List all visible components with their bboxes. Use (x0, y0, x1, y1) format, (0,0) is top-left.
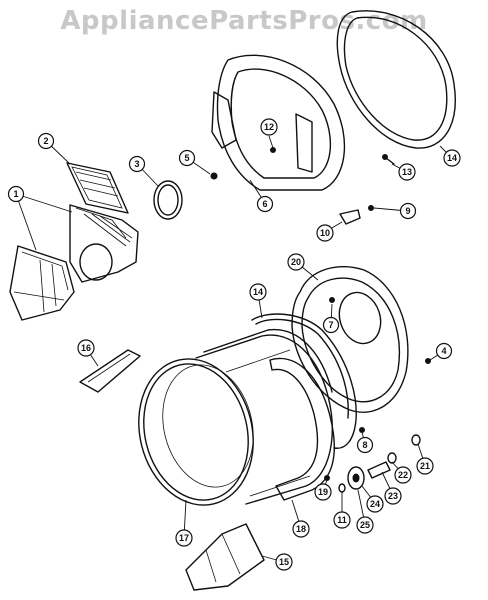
washer-22 (387, 452, 397, 464)
screw-12 (270, 147, 276, 153)
callout-label: 7 (328, 320, 333, 330)
callout-label: 13 (402, 167, 412, 177)
callout-label: 11 (337, 515, 347, 525)
callout-17: 17 (175, 529, 193, 547)
screw-9 (368, 205, 374, 211)
callout-1: 1 (7, 185, 25, 203)
drum-baffle (79, 349, 141, 393)
callout-label: 19 (318, 487, 328, 497)
callout-label: 21 (420, 461, 430, 471)
callout-12: 12 (260, 118, 278, 136)
callout-label: 20 (291, 257, 301, 267)
callout-label: 14 (447, 153, 457, 163)
seal-ring (153, 180, 183, 220)
rear-bulkhead (291, 265, 409, 413)
screw-5 (210, 172, 218, 180)
screw-8 (359, 427, 365, 433)
callout-label: 3 (134, 159, 139, 169)
callout-label: 16 (81, 343, 91, 353)
bracket-10 (339, 209, 361, 225)
air-duct-upper (69, 204, 139, 283)
callout-label: 14 (253, 287, 263, 297)
roller-shaft-23 (367, 461, 391, 479)
screw-19 (324, 475, 330, 481)
callout-2: 2 (37, 132, 55, 150)
screw-7 (329, 297, 335, 303)
drum-belt (269, 357, 336, 501)
callout-14-lower: 14 (249, 283, 267, 301)
callout-label: 6 (262, 199, 267, 209)
callout-10: 10 (316, 224, 334, 242)
air-duct-lower (9, 245, 75, 321)
callout-label: 1 (13, 189, 18, 199)
callout-label: 8 (362, 440, 367, 450)
callout-label: 4 (441, 346, 446, 356)
drum (138, 328, 333, 506)
callout-16: 16 (77, 339, 95, 357)
callout-label: 18 (296, 524, 306, 534)
callout-label: 22 (398, 470, 408, 480)
screw-4 (425, 358, 431, 364)
lint-filter (66, 162, 129, 214)
drum-felt-seal-upper (336, 10, 456, 149)
callout-label: 9 (405, 206, 410, 216)
callout-8: 8 (356, 436, 374, 454)
callout-15: 15 (275, 553, 293, 571)
callout-3: 3 (128, 155, 146, 173)
callout-22: 22 (394, 466, 412, 484)
callout-label: 24 (370, 499, 380, 509)
callout-label: 15 (279, 557, 289, 567)
rear-duct (185, 523, 265, 591)
callout-label: 23 (388, 491, 398, 501)
callout-21: 21 (416, 457, 434, 475)
callout-11: 11 (333, 511, 351, 529)
callout-23: 23 (384, 487, 402, 505)
clip-11 (338, 483, 346, 493)
callout-label: 25 (360, 520, 370, 530)
callout-6: 6 (256, 195, 274, 213)
front-bulkhead (211, 54, 346, 191)
callout-20: 20 (287, 253, 305, 271)
callout-label: 10 (320, 228, 330, 238)
callout-14-upper: 14 (443, 149, 461, 167)
callout-19: 19 (314, 483, 332, 501)
washer-21 (411, 434, 421, 446)
callout-24: 24 (366, 495, 384, 513)
callout-7: 7 (322, 316, 340, 334)
callout-25: 25 (356, 516, 374, 534)
roller-25 (347, 466, 365, 490)
callout-9: 9 (399, 202, 417, 220)
callout-4: 4 (435, 342, 453, 360)
callout-label: 12 (264, 122, 274, 132)
bolt-13 (382, 154, 395, 165)
callout-5: 5 (178, 149, 196, 167)
callout-18: 18 (292, 520, 310, 538)
callout-label: 17 (179, 533, 189, 543)
callout-13: 13 (398, 163, 416, 181)
drum-felt-seal-lower (251, 313, 357, 449)
callout-label: 2 (43, 136, 48, 146)
callout-label: 5 (184, 153, 189, 163)
